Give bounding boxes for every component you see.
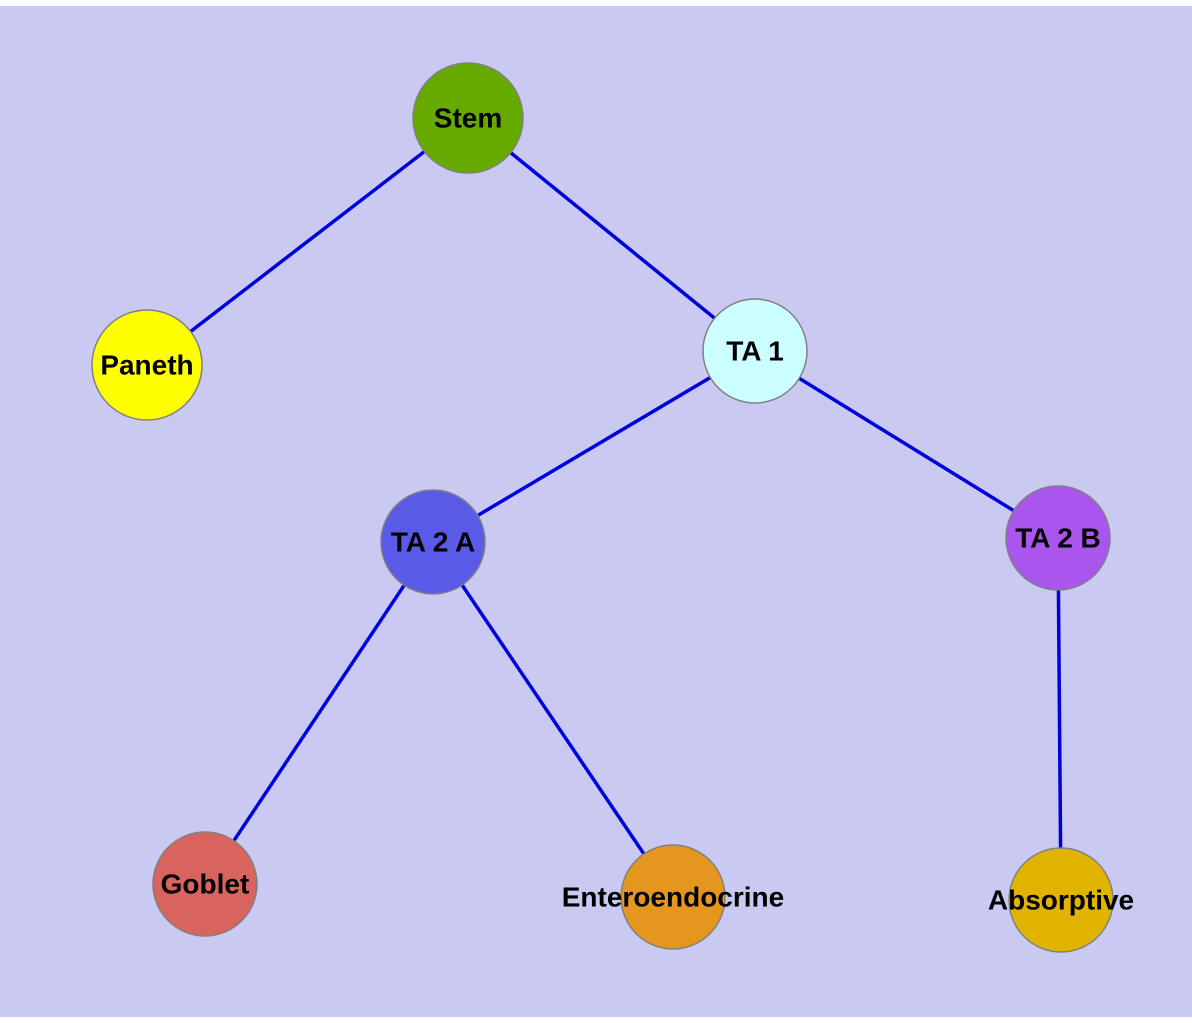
node-ta2a: [380, 489, 486, 595]
node-absorptive: [1008, 847, 1114, 953]
edge-ta2b-absorptive: [1056, 537, 1063, 901]
edge-ta2a-enteroendocrine: [431, 541, 675, 898]
node-paneth: [91, 309, 203, 421]
edge-stem-paneth: [145, 116, 470, 367]
edge-ta2a-goblet: [203, 541, 435, 885]
edge-ta1-ta2a: [432, 349, 756, 544]
edge-stem-ta1: [466, 116, 757, 353]
node-ta2b: [1005, 485, 1111, 591]
edge-ta1-ta2b: [754, 349, 1059, 540]
node-stem: [412, 62, 524, 174]
node-ta1: [702, 298, 808, 404]
node-enteroendocrine: [620, 844, 726, 950]
node-goblet: [152, 831, 258, 937]
